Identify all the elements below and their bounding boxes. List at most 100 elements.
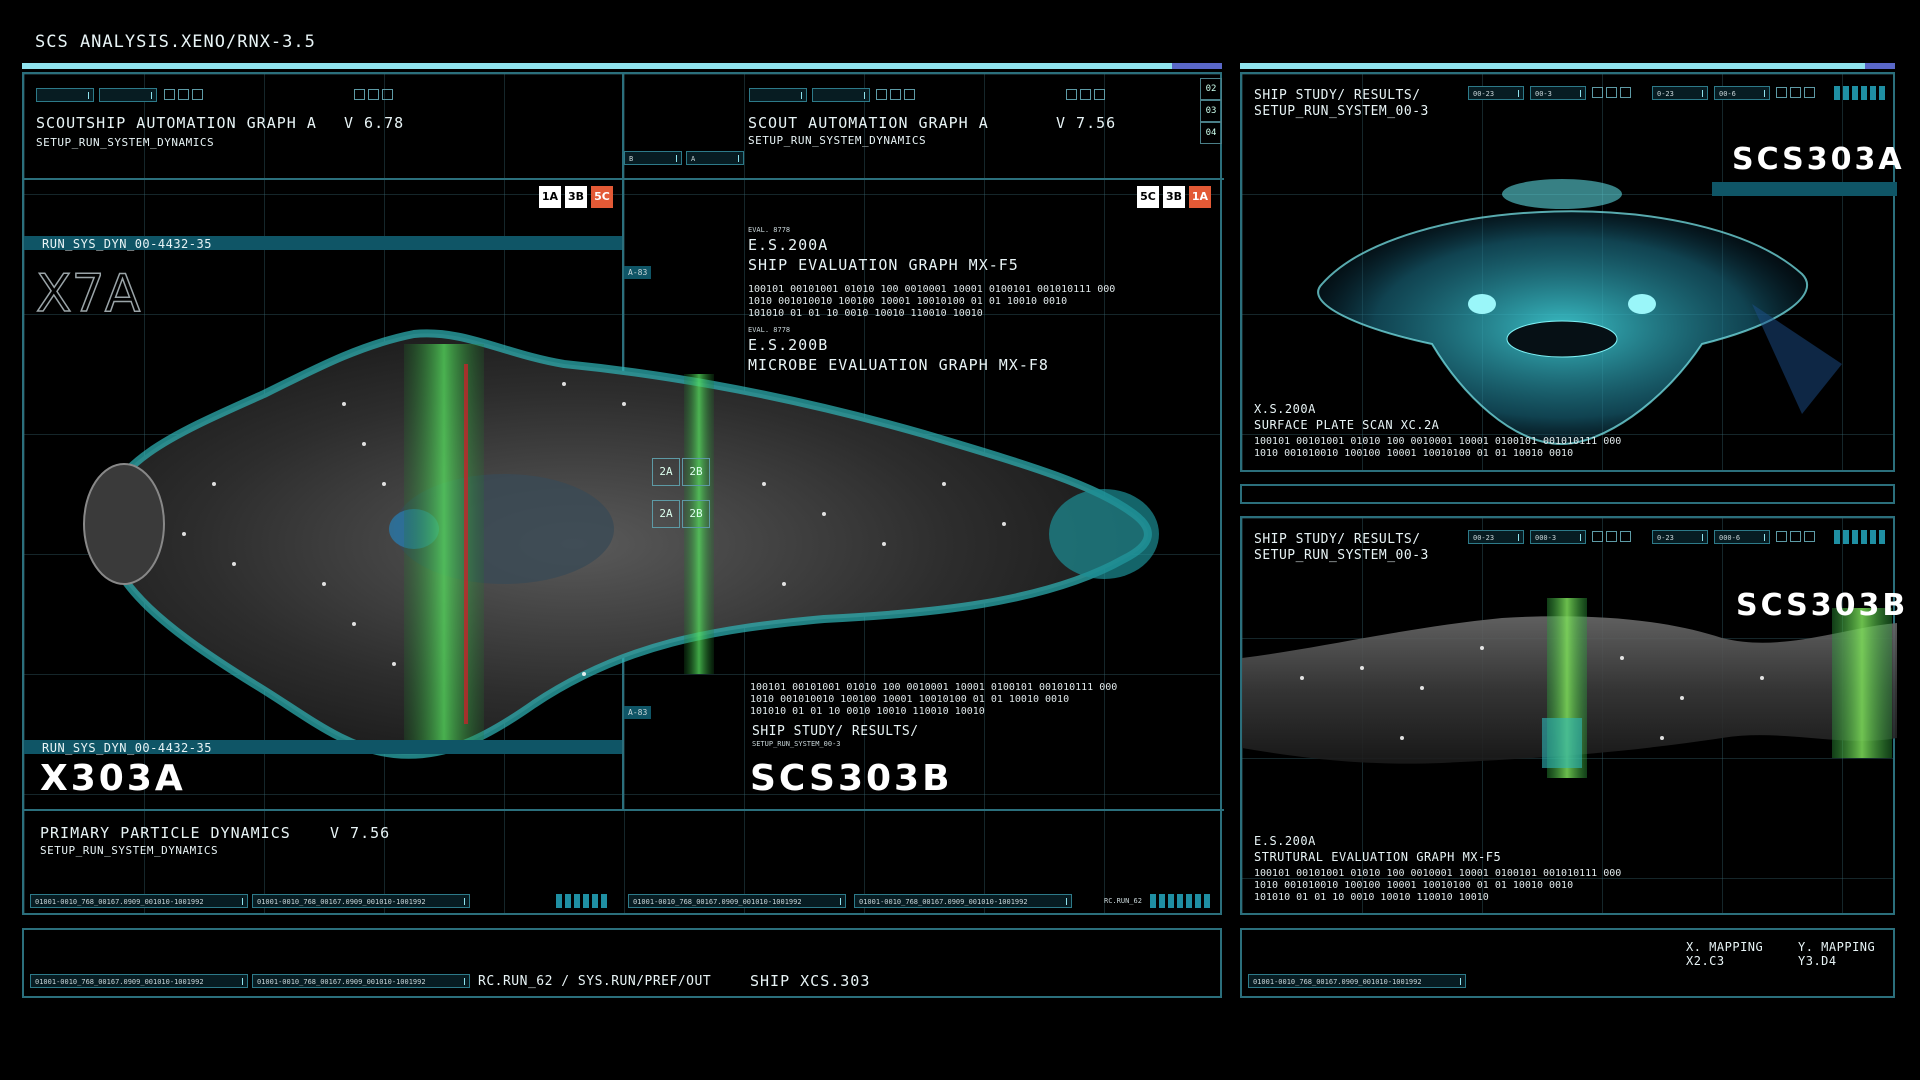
header-toggle-12[interactable]: [1094, 89, 1105, 100]
rm-code: E.S.200A: [1254, 834, 1316, 848]
signal-ticks-2: [1150, 894, 1210, 908]
header-toggle-2[interactable]: [178, 89, 189, 100]
rm-toggle-5[interactable]: [1790, 531, 1801, 542]
header-field-2[interactable]: [99, 88, 157, 102]
run-label-top: RUN_SYS_DYN_00-4432-35: [42, 237, 212, 251]
header-bar-left: [22, 63, 1222, 69]
footer-title: PRIMARY PARTICLE DYNAMICS: [40, 824, 291, 842]
data-field-3[interactable]: 01001-0010_768_00167.0909_001010-1001992: [628, 894, 846, 908]
rt-toggle-4[interactable]: [1776, 87, 1787, 98]
rt-toggle-6[interactable]: [1804, 87, 1815, 98]
rm-field-3[interactable]: 0-23: [1652, 530, 1708, 544]
tag-1a-right[interactable]: 1A: [1189, 186, 1211, 208]
rm-toggle-3[interactable]: [1620, 531, 1631, 542]
header-toggle-3[interactable]: [192, 89, 203, 100]
y-mapping-value: Y3.D4: [1798, 954, 1837, 968]
rt-toggle-1[interactable]: [1592, 87, 1603, 98]
header-toggle-9[interactable]: [904, 89, 915, 100]
eval1-title: SHIP EVALUATION GRAPH MX-F5: [748, 256, 1019, 274]
scs303a-panel: SHIP STUDY/ RESULTS/ SETUP_RUN_SYSTEM_00…: [1240, 72, 1902, 472]
header-toggle-11[interactable]: [1080, 89, 1091, 100]
header-toggle-8[interactable]: [890, 89, 901, 100]
marker-bottom: A-83: [624, 706, 652, 719]
header-toggle-1[interactable]: [164, 89, 175, 100]
rm-field-1[interactable]: 00-23: [1468, 530, 1524, 544]
field-b[interactable]: B: [624, 151, 682, 165]
side-number-2[interactable]: 03: [1200, 100, 1222, 122]
header-toggle-6[interactable]: [382, 89, 393, 100]
tag-5c-right[interactable]: 5C: [1137, 186, 1159, 208]
rt-field-2[interactable]: 00-3: [1530, 86, 1586, 100]
eval1-small: EVAL. 8778: [748, 226, 791, 234]
header-toggle-10[interactable]: [1066, 89, 1077, 100]
rt-signal-ticks: [1834, 86, 1885, 100]
header-divider: [24, 178, 1224, 180]
ship-study-title: SHIP STUDY/ RESULTS/: [752, 724, 919, 739]
rt-title: SHIP STUDY/ RESULTS/: [1254, 88, 1421, 103]
ship-topdown-visualization: [83, 329, 1159, 759]
rm-field-4[interactable]: 000-6: [1714, 530, 1770, 544]
header-bar-right: [1240, 63, 1895, 69]
side-number-3[interactable]: 04: [1200, 122, 1222, 144]
rm-toggle-1[interactable]: [1592, 531, 1603, 542]
rc-run-label: RC.RUN_62: [1104, 897, 1142, 905]
rt-binary: 100101 00101001 01010 100 0010001 10001 …: [1254, 436, 1622, 459]
data-field-1[interactable]: 01001-0010_768_00167.0909_001010-1001992: [30, 894, 248, 908]
header-field-4[interactable]: [812, 88, 870, 102]
bottom-field-1[interactable]: 01001-0010_768_00167.0909_001010-1001992: [30, 974, 248, 988]
footer-subtitle: SETUP_RUN_SYSTEM_DYNAMICS: [40, 844, 219, 857]
eval1-binary: 100101 00101001 01010 100 0010001 10001 …: [748, 284, 1116, 319]
rm-graph: STRUTURAL EVALUATION GRAPH MX-F5: [1254, 850, 1502, 864]
run-stripe-bottom: [24, 740, 622, 754]
left-graph-title: SCOUTSHIP AUTOMATION GRAPH A: [36, 114, 317, 132]
cell-2b-bottom[interactable]: 2B: [682, 500, 710, 528]
rt-field-3[interactable]: 0-23: [1652, 86, 1708, 100]
rm-toggle-6[interactable]: [1804, 531, 1815, 542]
rt-toggle-2[interactable]: [1606, 87, 1617, 98]
rt-field-4[interactable]: 00-6: [1714, 86, 1770, 100]
header-field-1[interactable]: [36, 88, 94, 102]
footer-divider: [24, 809, 1224, 811]
header-toggle-4[interactable]: [354, 89, 365, 100]
tag-1a-left[interactable]: 1A: [539, 186, 561, 208]
x-mapping-label: X. MAPPING: [1686, 940, 1764, 954]
rt-code: X.S.200A: [1254, 402, 1316, 416]
header-toggle-5[interactable]: [368, 89, 379, 100]
rm-toggle-4[interactable]: [1776, 531, 1787, 542]
rb-field[interactable]: 01001-0010_768_00167.0909_001010-1001992: [1248, 974, 1466, 988]
rm-signal-ticks: [1834, 530, 1885, 544]
tag-5c-left[interactable]: 5C: [591, 186, 613, 208]
rt-toggle-5[interactable]: [1790, 87, 1801, 98]
rm-field-2[interactable]: 000-3: [1530, 530, 1586, 544]
eval2-title: MICROBE EVALUATION GRAPH MX-F8: [748, 356, 1049, 374]
tag-3b-left[interactable]: 3B: [565, 186, 587, 208]
y-mapping-label: Y. MAPPING: [1798, 940, 1876, 954]
cell-2b-top[interactable]: 2B: [682, 458, 710, 486]
lower-binary: 100101 00101001 01010 100 0010001 10001 …: [750, 682, 1118, 717]
rt-field-1[interactable]: 00-23: [1468, 86, 1524, 100]
bottom-field-2[interactable]: 01001-0010_768_00167.0909_001010-1001992: [252, 974, 470, 988]
header-toggle-7[interactable]: [876, 89, 887, 100]
mapping-panel: 01001-0010_768_00167.0909_001010-1001992…: [1240, 928, 1895, 998]
rm-toggle-2[interactable]: [1606, 531, 1617, 542]
signal-ticks-1: [556, 894, 607, 908]
left-graph-subtitle: SETUP_RUN_SYSTEM_DYNAMICS: [36, 136, 215, 149]
rm-sub: SETUP_RUN_SYSTEM_00-3: [1254, 548, 1429, 563]
data-field-4[interactable]: 01001-0010_768_00167.0909_001010-1001992: [854, 894, 1072, 908]
left-graph-version: V 6.78: [344, 114, 405, 132]
right-graph-version: V 7.56: [1056, 114, 1117, 132]
field-a[interactable]: A: [686, 151, 744, 165]
run-path: RC.RUN_62 / SYS.RUN/PREF/OUT: [478, 974, 712, 989]
side-number-1[interactable]: 02: [1200, 78, 1222, 100]
footer-version: V 7.56: [330, 824, 391, 842]
cell-2a-bottom[interactable]: 2A: [652, 500, 680, 528]
data-field-2[interactable]: 01001-0010_768_00167.0909_001010-1001992: [252, 894, 470, 908]
saucer-3d-visualization: [1317, 179, 1842, 446]
cell-2a-top[interactable]: 2A: [652, 458, 680, 486]
tag-3b-right[interactable]: 3B: [1163, 186, 1185, 208]
rm-big-id: SCS303B: [1736, 588, 1909, 623]
header-bar-right-end: [1865, 63, 1895, 69]
ship-id: SHIP XCS.303: [750, 972, 871, 990]
header-field-3[interactable]: [749, 88, 807, 102]
rt-toggle-3[interactable]: [1620, 87, 1631, 98]
